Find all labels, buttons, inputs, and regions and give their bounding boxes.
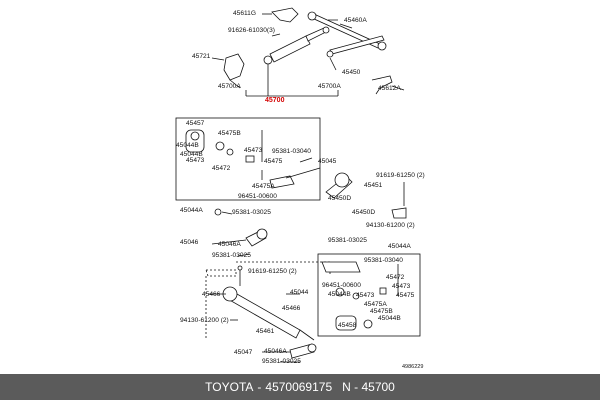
label-45044B-d: 45044B	[378, 315, 401, 322]
label-45045: 45045	[318, 158, 337, 165]
label-91626: 91626-61030(3)	[228, 27, 275, 34]
label-45721: 45721	[192, 53, 211, 60]
footer-dash: -	[257, 380, 262, 394]
label-45700A-left: 45700A	[218, 83, 241, 90]
dashed-outline	[205, 269, 237, 277]
label-45450: 45450	[342, 69, 361, 76]
label-95381-03025-d: 95381-03025	[262, 358, 301, 365]
label-91619-b: 91619-61250 (2)	[248, 268, 297, 275]
label-45450D-b: 45450D	[352, 209, 376, 216]
detail-box-upper	[175, 117, 321, 201]
rod-end-45047	[289, 343, 317, 359]
tie-rod-45466	[222, 286, 315, 341]
label-94130-a: 94130-61200 (2)	[366, 222, 415, 229]
label-45700A-right: 45700A	[318, 83, 341, 90]
label-45046A-b: 45046A	[264, 348, 287, 355]
label-45046A-a: 45046A	[218, 241, 241, 248]
label-96451-b: 96451-00600	[322, 282, 361, 289]
label-45457: 45457	[186, 120, 205, 127]
label-45466-b: 45466	[282, 305, 301, 312]
label-45044B-c: 45044B	[328, 291, 351, 298]
footer-brand: TOYOTA	[205, 380, 254, 394]
label-95381-03025-c: 95381-03025	[328, 237, 367, 244]
label-45473-a: 45473	[244, 147, 263, 154]
label-45044: 45044	[290, 289, 309, 296]
label-95381-03040-b: 95381-03040	[364, 257, 403, 264]
label-45044A-a: 45044A	[180, 207, 203, 214]
label-45472-a: 45472	[212, 165, 231, 172]
label-45044B-b: 45044B	[180, 151, 203, 158]
label-45458: 45458	[338, 322, 357, 329]
label-45451: 45451	[364, 182, 383, 189]
label-45473-b: 45473	[186, 157, 205, 164]
detail-box-lower	[317, 253, 421, 337]
seal-45044B	[215, 141, 225, 151]
footer-part-name: N - 45700	[342, 380, 395, 394]
figure-code: 4986229	[402, 364, 424, 370]
label-91619-a: 91619-61250 (2)	[376, 172, 425, 179]
steering-damper-45700	[263, 26, 330, 65]
label-45047: 45047	[234, 349, 253, 356]
rod-end-45451	[325, 172, 353, 199]
label-45612A: 45612A	[378, 85, 401, 92]
label-94130-b: 94130-61200 (2)	[180, 317, 229, 324]
label-45460A: 45460A	[344, 17, 367, 24]
rod-end-45046	[245, 228, 268, 247]
label-45475B-a: 45475B	[218, 130, 241, 137]
label-95381-03025-a: 95381-03025	[232, 209, 271, 216]
arm-45612A	[371, 75, 393, 95]
label-45473-c: 45473	[392, 283, 411, 290]
label-45475A-a: 45475A	[252, 183, 275, 190]
label-95381-03040-a: 95381-03040	[272, 148, 311, 155]
label-45473-d: 45473	[356, 292, 375, 299]
label-95381-03025-b: 95381-03025	[212, 252, 251, 259]
relay-rod-45460A	[307, 11, 387, 51]
label-45450D: 45450D	[328, 195, 352, 202]
label-45472-b: 45472	[386, 274, 405, 281]
footer-bar: TOYOTA - 4570069175 N - 45700	[0, 374, 600, 400]
label-45611G: 45611G	[233, 10, 256, 17]
tie-rod-45450	[326, 35, 385, 58]
parts-diagram	[175, 7, 421, 363]
label-45044B-a: 45044B	[176, 142, 199, 149]
label-45044A-b: 45044A	[388, 243, 411, 250]
label-45475-a: 45475	[264, 158, 283, 165]
label-45475-b: 45475	[396, 292, 415, 299]
label-45046-a: 45046	[180, 239, 199, 246]
rod-end-45457	[185, 129, 205, 153]
label-96451-a: 96451-00600	[238, 193, 277, 200]
label-45475A-b: 45475A	[364, 301, 387, 308]
bracket-45611G	[271, 7, 299, 23]
label-45475B-b: 45475B	[370, 308, 393, 315]
bracket-45721	[223, 53, 245, 81]
label-45466: 45466	[202, 291, 221, 298]
label-45461: 45461	[256, 328, 275, 335]
label-45700-main: 45700	[265, 97, 285, 104]
footer-part-number: 4570069175	[265, 380, 333, 394]
